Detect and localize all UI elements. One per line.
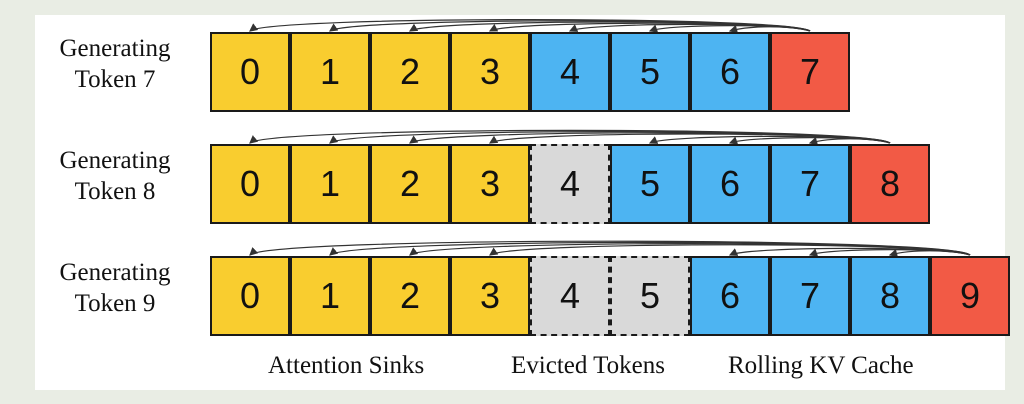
token-cell-sink: 2 [370, 32, 450, 112]
row-label-line2: Token 7 [74, 66, 156, 93]
row-label-token-9: Generating Token 9 [35, 257, 195, 319]
token-cell-sink: 2 [370, 144, 450, 224]
attention-arc [808, 137, 891, 146]
row-label-token-7: Generating Token 7 [35, 33, 195, 95]
token-cell-sink: 3 [450, 144, 530, 224]
row-label-line2: Token 9 [74, 290, 156, 317]
attention-arc [888, 249, 971, 258]
token-cell-sink: 3 [450, 256, 530, 336]
token-cell-rolling: 6 [690, 256, 770, 336]
token-cell-sink: 2 [370, 256, 450, 336]
row-label-line1: Generating [59, 259, 171, 286]
token-cell-sink: 1 [290, 144, 370, 224]
token-cell-sink: 3 [450, 32, 530, 112]
token-cell-evicted: 4 [530, 144, 610, 224]
token-cell-evicted: 5 [610, 256, 690, 336]
token-cell-current: 8 [850, 144, 930, 224]
token-cell-current: 9 [930, 256, 1010, 336]
attention-arc [489, 244, 971, 256]
token-cell-sink: 0 [210, 32, 290, 112]
token-cell-rolling: 4 [530, 32, 610, 112]
token-cell-rolling: 7 [770, 144, 850, 224]
legend-evicted-tokens: Evicted Tokens [511, 352, 666, 379]
row-label-token-8: Generating Token 8 [35, 145, 195, 207]
token-cell-current: 7 [770, 32, 850, 112]
token-cell-rolling: 6 [690, 32, 770, 112]
token-cell-rolling: 6 [690, 144, 770, 224]
token-cell-evicted: 4 [530, 256, 610, 336]
legend-rolling-kv-cache: Rolling KV Cache [728, 352, 914, 379]
attention-arc [728, 25, 811, 34]
token-cell-sink: 0 [210, 256, 290, 336]
token-cell-rolling: 5 [610, 32, 690, 112]
legend-attention-sinks: Attention Sinks [268, 352, 425, 379]
row-label-line2: Token 8 [74, 178, 156, 205]
token-cell-sink: 0 [210, 144, 290, 224]
token-cell-sink: 1 [290, 32, 370, 112]
row-label-line1: Generating [59, 147, 171, 174]
token-cell-rolling: 8 [850, 256, 930, 336]
token-cell-rolling: 5 [610, 144, 690, 224]
token-cell-rolling: 7 [770, 256, 850, 336]
token-cell-sink: 1 [290, 256, 370, 336]
row-label-line1: Generating [59, 35, 171, 62]
attention-arcs [249, 19, 971, 258]
